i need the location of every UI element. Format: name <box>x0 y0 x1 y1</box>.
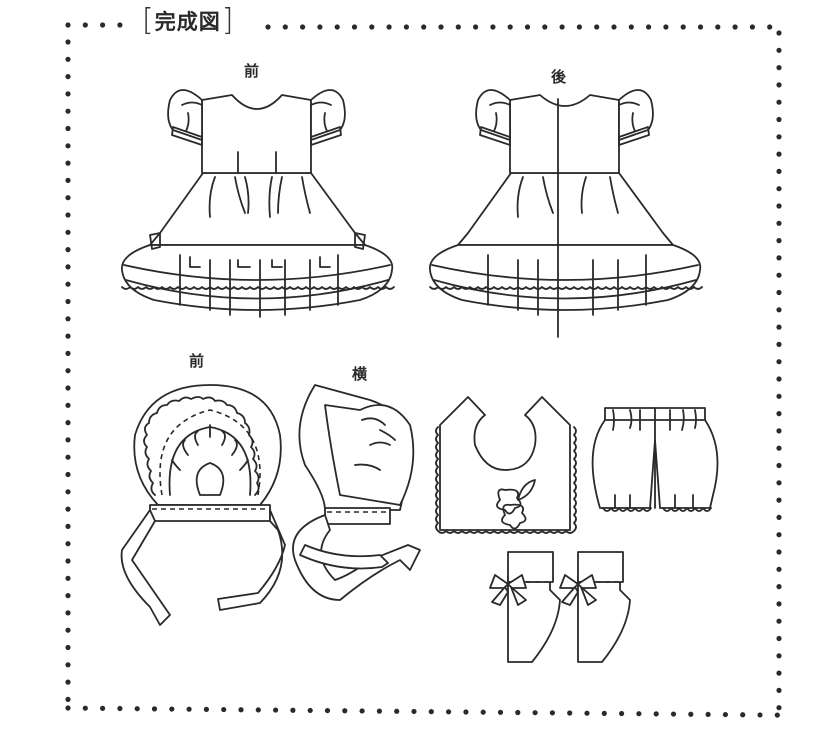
bonnet-front-illustration <box>120 384 286 626</box>
title-bracket-close: ] <box>221 3 234 38</box>
bib-illustration <box>435 396 577 534</box>
bloomers-illustration <box>591 407 719 512</box>
dress-front-illustration <box>121 89 395 318</box>
completed-figure-title: [ 完成図 ] <box>138 3 238 39</box>
bonnet-front-label: 前 <box>189 352 205 370</box>
title-bracket-open: [ <box>142 3 154 38</box>
dotted-border <box>65 22 782 718</box>
title-text: 完成図 <box>154 10 221 34</box>
dress-back-illustration <box>429 89 703 338</box>
socks-illustration <box>489 551 631 663</box>
bonnet-side-illustration <box>292 384 421 601</box>
dress-back-label: 後 <box>551 68 567 86</box>
bonnet-side-label: 横 <box>352 365 368 383</box>
dress-front-label: 前 <box>244 62 260 80</box>
